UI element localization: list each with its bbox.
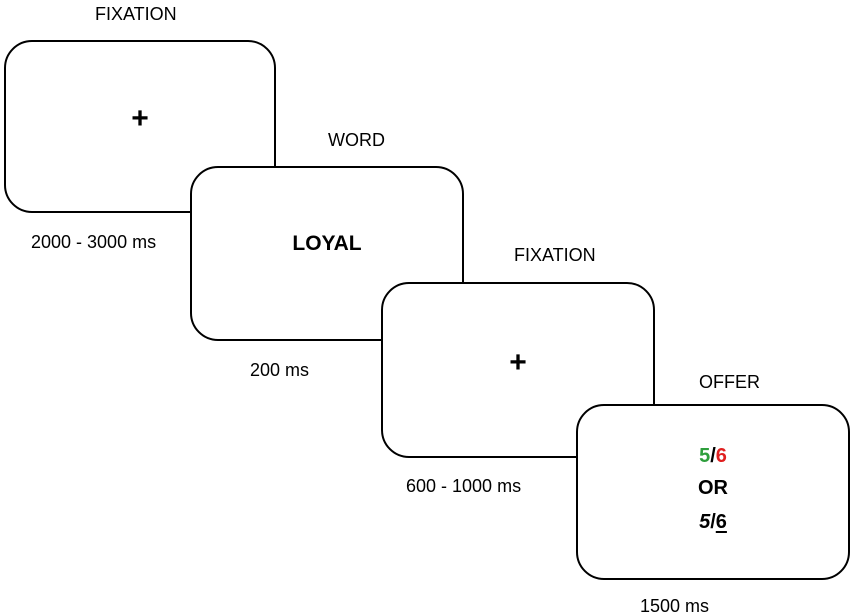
fixation-cross: + [509, 346, 527, 379]
stage2-title: WORD [328, 130, 385, 150]
offer-slash: / [710, 511, 716, 533]
stage4-title: OFFER [699, 372, 760, 392]
offer-or-label: OR [698, 477, 728, 499]
offer-italic-number: 5 [699, 511, 711, 533]
stage1-screen: + [4, 40, 276, 213]
stage1-duration: 2000 - 3000 ms [31, 232, 157, 252]
stage4-screen: 5/6 OR 5/6 [576, 404, 850, 580]
stage1-title: FIXATION [95, 4, 177, 24]
stage2-duration: 200 ms [250, 360, 310, 380]
fixation-cross: + [131, 102, 149, 135]
offer-option-styled: 5/6 [578, 510, 848, 534]
offer-underlined-number: 6 [715, 511, 727, 533]
word-stimulus: LOYAL [292, 232, 362, 255]
stage3-title: FIXATION [514, 245, 596, 265]
offer-red-number: 6 [715, 445, 727, 467]
stage4-duration: 1500 ms [640, 596, 710, 616]
offer-slash: / [710, 445, 716, 467]
stage3-duration: 600 - 1000 ms [406, 476, 522, 496]
offer-green-number: 5 [699, 445, 711, 467]
offer-option-colored: 5/6 [578, 444, 848, 468]
